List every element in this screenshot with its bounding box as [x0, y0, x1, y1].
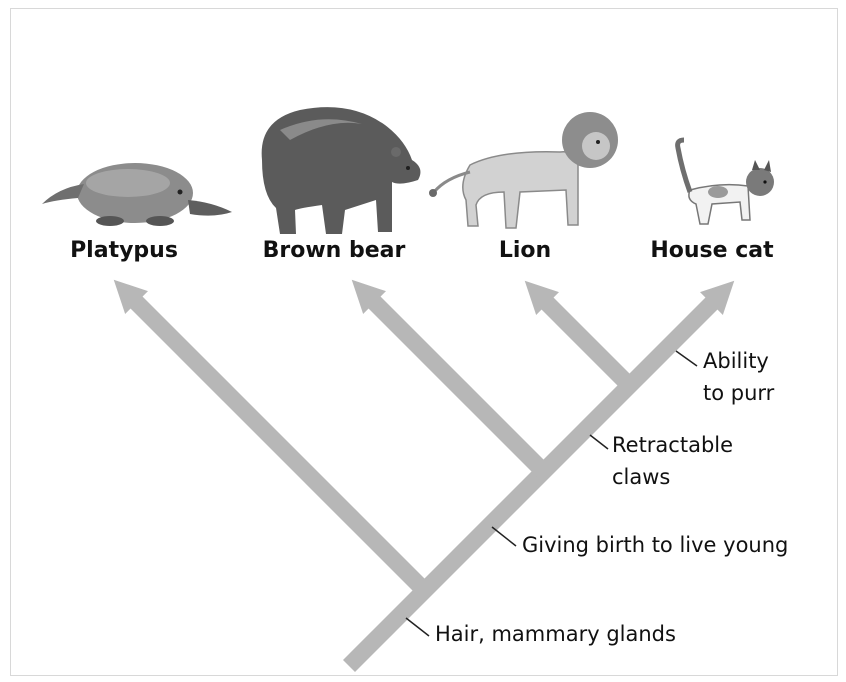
trait-label-claws-line2: claws	[612, 465, 670, 489]
lion-icon	[429, 112, 618, 228]
trait-tick-live-birth	[492, 527, 516, 546]
brown-bear-branch	[370, 298, 543, 471]
trait-label-hair: Hair, mammary glands	[435, 622, 676, 646]
platypus-icon	[42, 163, 232, 226]
cat-icon	[678, 140, 774, 224]
taxon-label-brown-bear: Brown bear	[263, 238, 406, 263]
platypus-branch	[132, 298, 424, 590]
trait-label-purr-line1: Ability	[703, 349, 769, 373]
taxon-label-lion: Lion	[499, 238, 551, 263]
trait-label-live-birth: Giving birth to live young	[522, 533, 788, 557]
trait-label-claws-line1: Retractable	[612, 433, 733, 457]
trait-tick-hair	[406, 618, 429, 636]
bear-icon	[262, 107, 421, 234]
lion-branch	[543, 299, 629, 385]
trait-tick-claws	[590, 435, 608, 449]
trait-label-purr-line2: to purr	[703, 381, 775, 405]
trait-tick-purr	[676, 351, 697, 366]
taxon-label-platypus: Platypus	[70, 238, 178, 263]
taxon-label-house-cat: House cat	[650, 238, 774, 263]
